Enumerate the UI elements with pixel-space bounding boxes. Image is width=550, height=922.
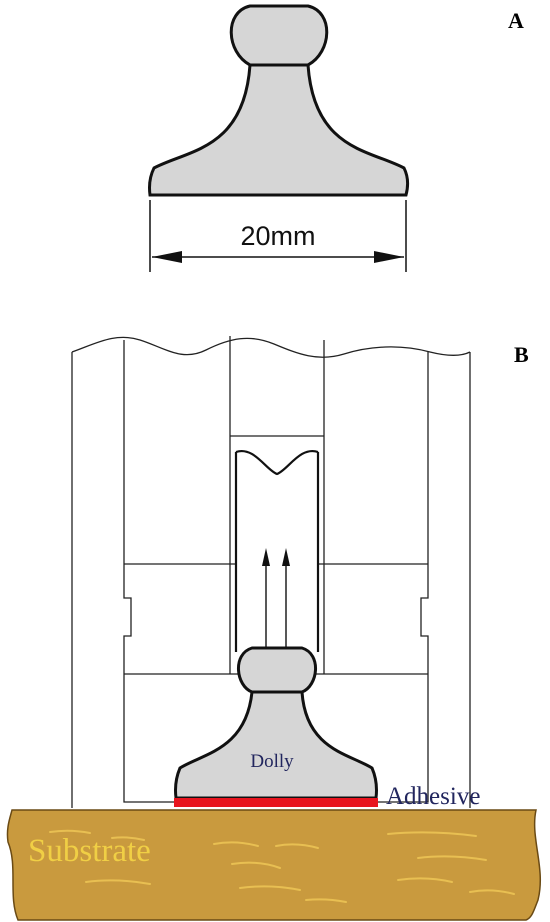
tester-inner-right-wall: [376, 352, 429, 803]
dimension-arrow-right: [374, 251, 404, 263]
pull-arrow-left-head: [262, 548, 270, 566]
tester-inner-left-wall: [123, 340, 176, 803]
pull-arrow-right-head: [282, 548, 290, 566]
dimension-arrow-left: [152, 251, 182, 263]
actuator-tube-outline: [234, 452, 320, 652]
dolly-label: Dolly: [250, 751, 294, 772]
actuator-tube-cup: [235, 449, 319, 476]
actuator-tube: [236, 452, 318, 652]
panel-b: B Dolly Adhesive: [6, 336, 542, 921]
dolly-b-knob: [237, 646, 317, 694]
panel-a: A 20mm: [148, 4, 524, 272]
panel-b-letter: B: [514, 342, 529, 367]
substrate-wood-grain: [49, 829, 515, 903]
adhesive-layer: [174, 798, 378, 807]
adhesive-label: Adhesive: [386, 783, 480, 810]
dolly-a-knob: [229, 4, 329, 67]
panel-a-letter: A: [508, 8, 524, 33]
dolly-b-body: [174, 690, 378, 800]
tester-break-line: [71, 336, 471, 358]
substrate-label: Substrate: [28, 833, 151, 869]
dimension-label: 20mm: [240, 221, 315, 251]
dolly-a-body: [148, 63, 410, 197]
